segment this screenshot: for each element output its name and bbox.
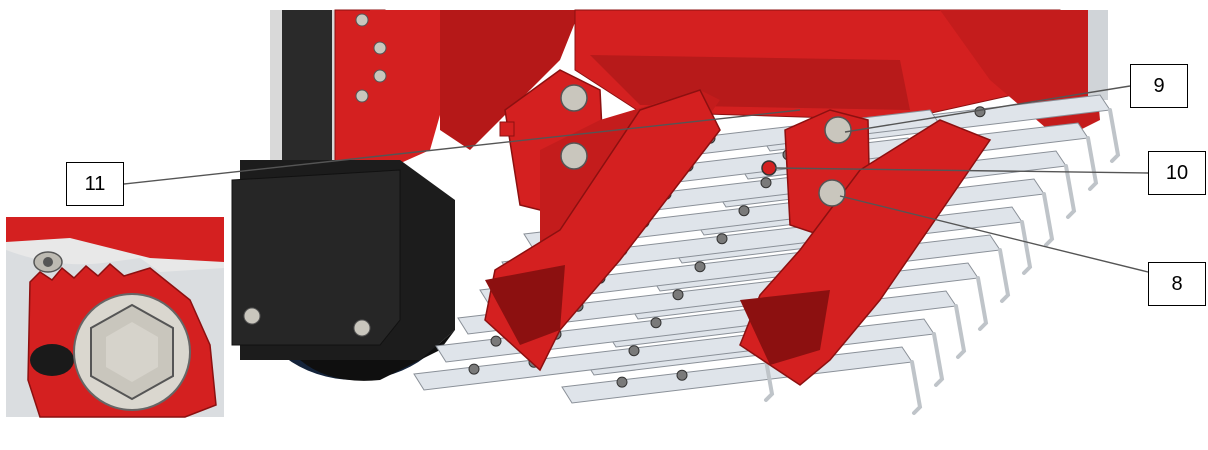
- leader-line-10: [774, 167, 1149, 174]
- callout-9: 9: [1130, 64, 1188, 108]
- tine-nut: [760, 177, 772, 189]
- tine-hook: [1064, 164, 1077, 219]
- tine-nut: [738, 205, 750, 217]
- tine-hook: [1042, 192, 1055, 247]
- tine-hook: [932, 332, 945, 387]
- tine-nut: [676, 369, 688, 381]
- leader-line-8: [839, 195, 1149, 273]
- tine-nut: [694, 261, 706, 273]
- tine-hook: [1086, 136, 1099, 191]
- roller: [231, 160, 455, 381]
- leader-lines: [123, 85, 1149, 273]
- tine-hook: [954, 304, 967, 359]
- tine-nut: [672, 289, 684, 301]
- tine-hook: [998, 248, 1011, 303]
- leader-line-9: [844, 85, 1131, 133]
- bolt-8: [818, 179, 846, 207]
- tine-nut: [716, 233, 728, 245]
- callout-8: 8: [1148, 262, 1206, 306]
- tine-nut: [974, 106, 986, 118]
- tine-hook: [1020, 220, 1033, 275]
- detail-inset: [6, 217, 224, 418]
- left-leg: [484, 69, 721, 372]
- tine-hook: [1108, 108, 1121, 163]
- bolt-9: [824, 116, 852, 144]
- tine-nut: [616, 376, 628, 388]
- tine-hook: [976, 276, 989, 331]
- tine-nut: [628, 345, 640, 357]
- grease-nipple-10: [761, 160, 777, 176]
- tine-nut: [650, 317, 662, 329]
- callout-11: 11: [66, 162, 124, 206]
- tine-hook: [762, 347, 775, 402]
- tine-nut: [490, 335, 502, 347]
- tine-hook: [910, 360, 923, 415]
- leader-line-11: [123, 109, 801, 185]
- right-leg: [739, 109, 992, 386]
- tine-nut: [468, 363, 480, 375]
- inset-slot-hole: [30, 344, 74, 376]
- callout-10: 10: [1148, 151, 1206, 195]
